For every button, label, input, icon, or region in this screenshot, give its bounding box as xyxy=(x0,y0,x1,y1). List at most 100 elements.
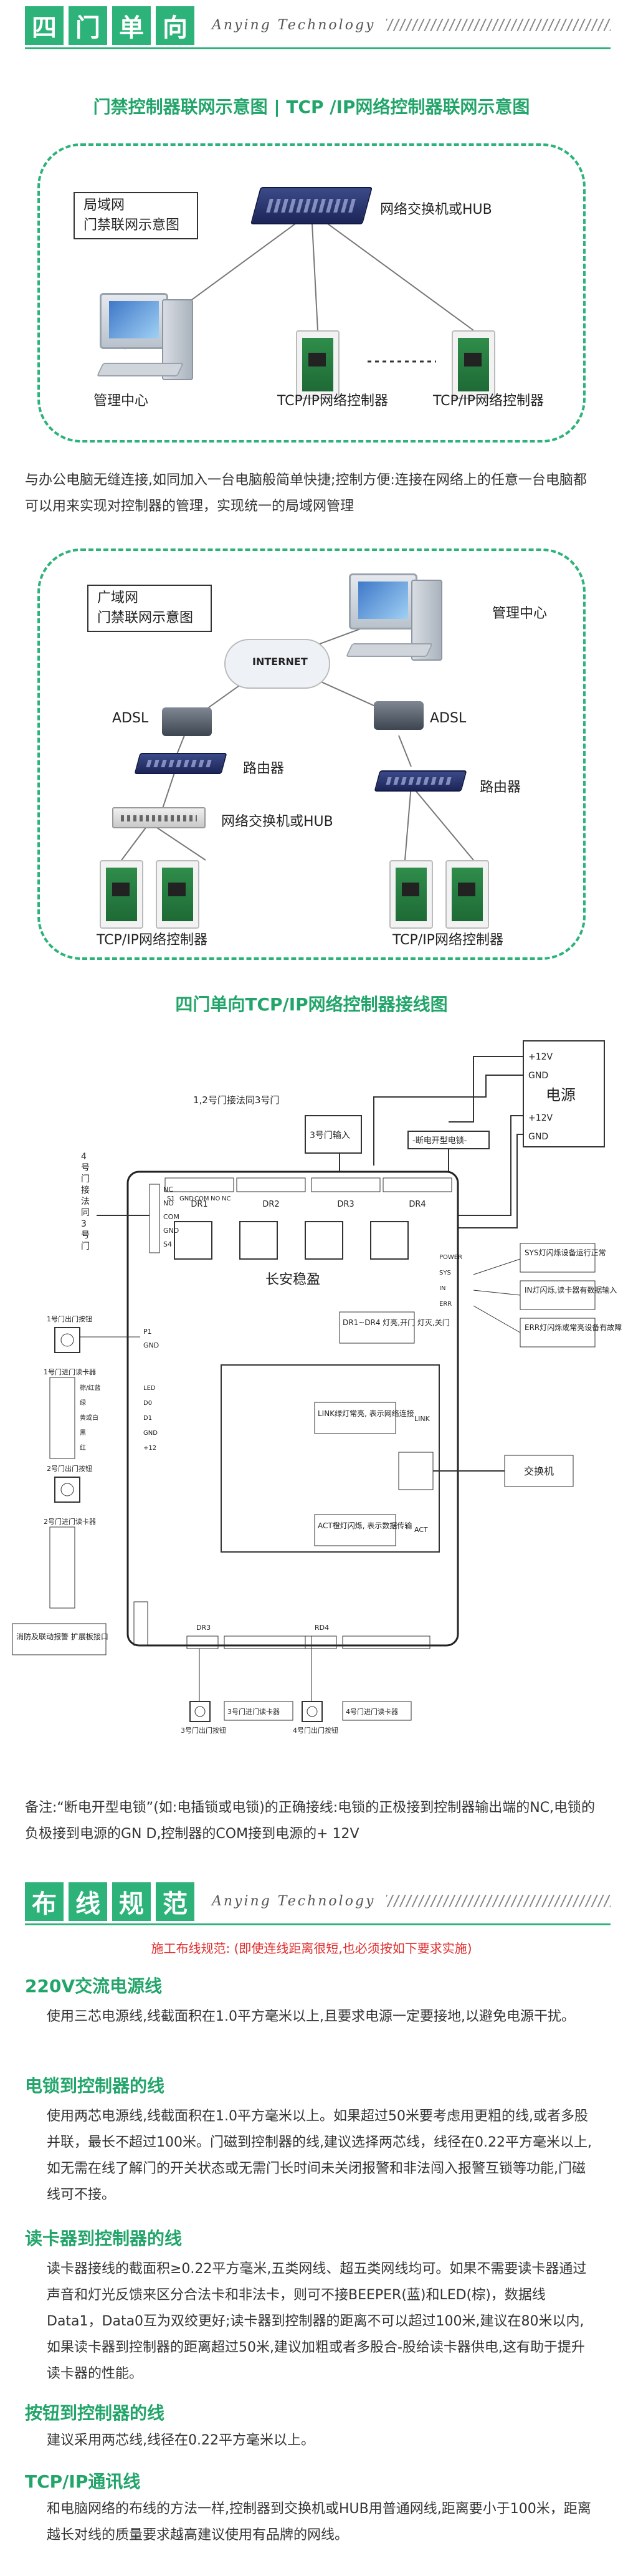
sys-led-note: SYS灯闪烁设备运行正常 xyxy=(525,1248,606,1257)
power-pin: +12V xyxy=(528,1113,553,1123)
pc-label: 管理中心 xyxy=(93,393,149,409)
dr-label: DR2 xyxy=(262,1200,279,1209)
reader-wire: 黄或白 xyxy=(80,1414,98,1422)
dr-label: DR4 xyxy=(409,1200,426,1209)
lan-label-line1: 局域网 xyxy=(83,198,125,213)
reader-wire: 黑 xyxy=(80,1429,86,1437)
management-pc xyxy=(336,573,442,667)
rule-text: 建议采用两芯线,线径在0.22平方毫米以上。 xyxy=(47,2433,315,2448)
dr-led-note: DR1~DR4 灯亮,开门 灯灭,关门 xyxy=(343,1318,450,1327)
brand-text: Anying Technology xyxy=(212,17,376,33)
reader-wire: 红 xyxy=(80,1444,86,1452)
led-pin: SYS xyxy=(439,1270,451,1276)
rules-notice: 施工布线规范: (即使连线距离很短,也必须按如下要求实施) xyxy=(151,1941,472,1956)
relay-pin: S1 xyxy=(167,1195,175,1202)
j20-pin: S4 xyxy=(163,1240,172,1248)
rule-text: 使用两芯电源线,线截面积在1.0平方毫米以上。如果超过50米要考虑用更粗的线,或… xyxy=(47,2109,592,2203)
header-underline xyxy=(25,1923,611,1925)
reader-label: 4号门进门读卡器 xyxy=(346,1707,398,1716)
tcp-controller xyxy=(389,860,433,929)
header-char: 范 xyxy=(156,1882,194,1921)
power-pin: GND xyxy=(528,1132,548,1142)
wiring-title: 四门单向TCP/IP网络控制器接线图 xyxy=(175,994,448,1015)
in-led-note: IN灯闪烁,读卡器有数据输入 xyxy=(525,1285,617,1295)
led-pin: POWER xyxy=(439,1254,462,1261)
reader-wire: 棕/红蓝 xyxy=(80,1384,100,1392)
wan-label-line1: 广域网 xyxy=(97,590,139,606)
section-header-four-door: 四 门 单 向 Anying Technology xyxy=(0,0,623,50)
reader-label: 1号门进门读卡器 xyxy=(44,1367,96,1376)
relay-pin: COM xyxy=(194,1195,209,1202)
controller-label: TCP/IP网络控制器 xyxy=(392,932,503,948)
j20-pin: NC xyxy=(163,1185,173,1194)
exit-button-label: 1号门出门按钮 xyxy=(47,1314,92,1323)
header-char: 规 xyxy=(112,1882,151,1921)
rule-title: TCP/IP通讯线 xyxy=(25,2471,141,2492)
rule-text: 和电脑网络的布线的方法一样,控制器到交换机或HUB用普通网线,距离要小于100米… xyxy=(47,2501,591,2543)
lock-label: -断电开型电锁- xyxy=(412,1136,467,1146)
white-switch xyxy=(112,807,206,828)
door3-input: 3号门输入 xyxy=(310,1131,350,1141)
bottom-dr: DR3 xyxy=(196,1624,211,1632)
header-underline xyxy=(25,47,611,49)
btn-pin: P1 xyxy=(143,1328,152,1336)
relay-pin: NO xyxy=(211,1195,220,1202)
door4-note: 门 xyxy=(81,1242,90,1252)
j20-pin: NO xyxy=(163,1199,174,1207)
exit-button-label: 4号门出门按钮 xyxy=(293,1726,338,1735)
tcp-controller xyxy=(445,860,489,929)
switch-label: 网络交换机或HUB xyxy=(380,202,492,218)
rule-title: 按钮到控制器的线 xyxy=(25,2403,165,2423)
internet-cloud xyxy=(224,639,330,689)
reader-pin: +12 xyxy=(143,1445,156,1452)
brand-text: Anying Technology xyxy=(212,1894,376,1909)
reader-pin: D1 xyxy=(143,1415,152,1422)
relay-pin: NC xyxy=(222,1195,231,1202)
err-led-note: ERR灯闪烁或常亮设备有故障 xyxy=(525,1323,622,1332)
wan-label: 广域网 门禁联网示意图 xyxy=(87,585,212,632)
adsl-modem xyxy=(374,701,424,730)
wiring-note: 备注:“断电开型电锁”(如:电插锁或电锁)的正确接线:电锁的正极接到控制器输出端… xyxy=(25,1800,596,1842)
exit-button-label: 3号门出门按钮 xyxy=(181,1726,226,1735)
reader-pin: LED xyxy=(143,1385,156,1392)
router xyxy=(374,770,467,792)
router-label: 路由器 xyxy=(480,780,521,795)
router xyxy=(134,753,227,774)
power-title: 电源 xyxy=(546,1086,576,1104)
management-pc xyxy=(87,293,193,386)
switch-label: 网络交换机或HUB xyxy=(221,814,333,830)
header-char: 布 xyxy=(25,1882,64,1921)
rule-text: 使用三芯电源线,线截面积在1.0平方毫米以上,且要求电源一定要接地,以避免电源干… xyxy=(47,2009,575,2024)
wan-label-line2: 门禁联网示意图 xyxy=(97,610,194,626)
internet-label: INTERNET xyxy=(252,656,308,668)
reader-label: 3号门进门读卡器 xyxy=(227,1707,280,1716)
link-note: LINK绿灯常亮, 表示网络连接 xyxy=(318,1409,414,1418)
lan-diagram-frame xyxy=(37,143,586,443)
rule-title: 电锁到控制器的线 xyxy=(25,2076,165,2096)
exit-button-label: 2号门出门按钮 xyxy=(47,1464,92,1473)
board-brand: 长安稳盈 xyxy=(265,1272,320,1288)
header-char: 向 xyxy=(156,6,194,45)
adsl-label: ADSL xyxy=(430,711,467,726)
act-label: ACT xyxy=(414,1526,428,1534)
dr-label: DR1 xyxy=(191,1200,207,1209)
header-char: 线 xyxy=(69,1882,107,1921)
tcp-controller xyxy=(100,860,143,929)
rule-title: 读卡器到控制器的线 xyxy=(25,2228,183,2249)
dr-label: DR3 xyxy=(337,1200,354,1209)
led-pin: IN xyxy=(439,1285,445,1292)
adsl-label: ADSL xyxy=(112,711,149,726)
pc-label: 管理中心 xyxy=(492,606,548,621)
door4-note: 4 xyxy=(81,1152,87,1162)
controller-label: TCP/IP网络控制器 xyxy=(433,393,544,409)
power-pin: +12V xyxy=(528,1052,553,1062)
relay-terminals xyxy=(164,1177,452,1192)
lan-caption: 与办公电脑无缝连接,如同加入一台电脑般简单快捷;控制方便:连接在网络上的任意一台… xyxy=(25,472,587,514)
controller-label: TCP/IP网络控制器 xyxy=(97,932,207,948)
door4-note: 号 xyxy=(81,1230,90,1240)
decorative-hatch xyxy=(386,19,611,31)
decorative-hatch xyxy=(386,1895,611,1907)
door4-note: 号 xyxy=(81,1163,90,1173)
reader-pin: GND xyxy=(143,1430,158,1437)
link-label: LINK xyxy=(414,1415,430,1423)
